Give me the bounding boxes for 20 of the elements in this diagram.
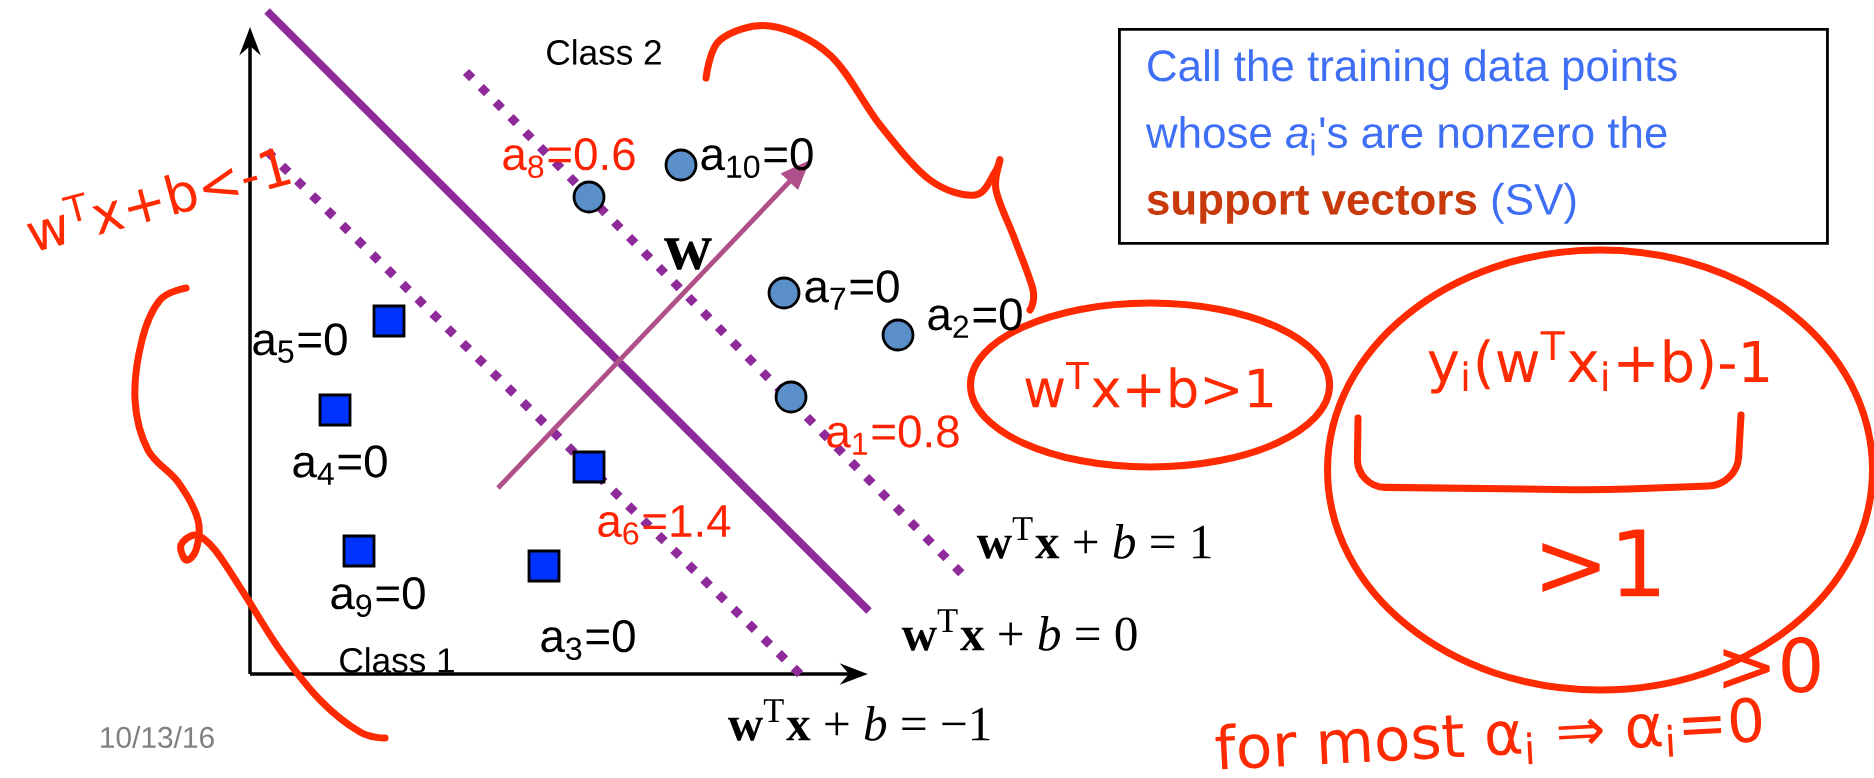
equation-label: w$^{T}$x + b = −1 — [727, 699, 990, 741]
equation-label: w$^{T}$x + b = 1 — [976, 517, 1211, 559]
date-label: 10/13/16 — [101, 726, 214, 748]
point-label: a$_{9}$=0 — [331, 577, 425, 618]
text-box: Call the training data points whose a$_{i}$'s are nonzero the support vectors (SV) — [1118, 28, 1829, 245]
equation-label: w$^{T}$x + b = 0 — [901, 609, 1137, 651]
class-label: Class 1 — [340, 647, 454, 673]
handwritten-note: >0 — [1723, 637, 1820, 693]
vector-label: w — [664, 238, 712, 270]
point-label: a$_{4}$=0 — [293, 445, 387, 485]
point-label: a$_{8}$=0.6 — [503, 138, 635, 179]
handwritten-note: for most α$_{i}$ ⇒ α$_{i}$=0 — [1215, 697, 1762, 770]
class-label: Class 2 — [547, 39, 661, 65]
point-label: a$_{6}$=1.4 — [598, 505, 731, 545]
point-label: a$_{10}$=0 — [701, 138, 813, 179]
handwritten-note: w$^{T}$x+b<-1 — [26, 148, 291, 251]
point-label: a$_{7}$=0 — [805, 270, 899, 310]
point-label: a$_{5}$=0 — [253, 323, 347, 363]
point-label: a$_{3}$=0 — [541, 620, 635, 661]
point-label: a$_{2}$=0 — [928, 298, 1022, 338]
